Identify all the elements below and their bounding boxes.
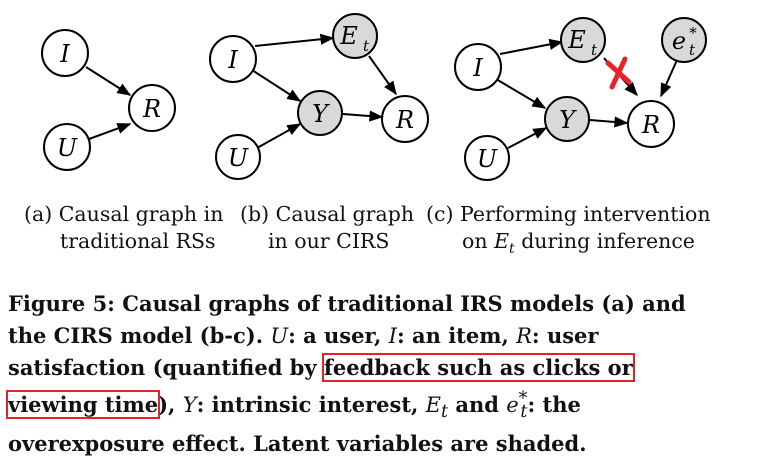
caption-math: R (516, 323, 532, 348)
node-subscript: t (689, 41, 696, 59)
caption-text: : user satisfaction (quantified by (8, 322, 599, 381)
node-c-I: I (454, 43, 502, 91)
edge-I-Y (251, 69, 302, 102)
node-label: R (395, 106, 414, 134)
caption-text: : intrinsic interest, (196, 391, 426, 417)
caption-text: : a user, (288, 322, 389, 348)
caption-text: : an item, (396, 322, 517, 348)
caption-math: E (425, 392, 441, 417)
intervention-cross-icon (605, 56, 632, 90)
node-label: E (567, 26, 586, 54)
node-label: R (641, 111, 660, 139)
node-label: R (142, 95, 161, 123)
subcaption-b-line1: (b) Causal graph (240, 202, 414, 226)
node-b-R: R (381, 95, 429, 143)
subcaption-a-line1: (a) Causal graph in (24, 202, 223, 226)
edge-Y-R (342, 110, 384, 122)
caption-math: e (506, 392, 519, 417)
node-superscript: * (689, 24, 697, 42)
caption-text: and (448, 391, 507, 417)
caption-math: U (270, 323, 289, 348)
node-label: I (472, 54, 483, 82)
node-label: e (672, 27, 686, 55)
node-label: Y (559, 106, 577, 134)
node-subscript: t (591, 41, 598, 59)
graph-a: I R U (a) Causal graph in traditional RS… (24, 29, 223, 253)
node-c-Y-latent: Y (544, 96, 590, 142)
node-label: U (228, 144, 249, 172)
node-label: I (227, 46, 238, 74)
edge-E-R (368, 55, 397, 96)
graph-c: E t e * t I Y R U (c) Performing interve… (426, 17, 711, 257)
node-c-U: U (464, 135, 510, 181)
node-label: Y (312, 100, 330, 128)
edge-I-R (85, 66, 132, 96)
edge-U-R (88, 123, 132, 140)
node-b-I: I (209, 35, 257, 83)
node-c-R: R (627, 100, 675, 148)
caption-math: Y (182, 392, 197, 417)
graph-b: I E t Y R U (b) Causal graph in our CIRS (209, 13, 429, 253)
subcaption-c-line2: on Et during inference (462, 229, 695, 257)
node-b-E-latent: E t (332, 13, 378, 59)
node-a-I: I (41, 29, 89, 77)
caption-math-sup: * (518, 388, 528, 409)
node-a-R: R (128, 84, 176, 132)
caption-text: ), (158, 391, 183, 417)
subcaption-text: during inference (515, 229, 695, 253)
figure-caption: Figure 5: Causal graphs of traditional I… (6, 288, 718, 460)
node-label: U (57, 134, 78, 162)
edge-U-Y (256, 123, 302, 149)
highlighted-phrase: feedback such as clicks or viewing time (6, 353, 635, 419)
edge-I-E (254, 33, 335, 47)
edge-I-E (499, 38, 564, 55)
edge-e-R (660, 59, 678, 98)
node-b-Y-latent: Y (297, 90, 343, 136)
node-c-e-star-latent: e * t (661, 17, 707, 63)
node-b-U: U (215, 134, 261, 180)
node-c-E-latent: E t (560, 17, 606, 63)
subcaption-a-line2: traditional RSs (60, 229, 216, 253)
caption-math: I (388, 323, 397, 348)
caption-math-sub: t (520, 401, 528, 422)
subcaption-math-sub: t (509, 241, 515, 257)
edge-Y-R (589, 116, 629, 128)
causal-graph-figure: I R U (a) Causal graph in traditional RS… (24, 13, 711, 257)
subcaption-math-E: E (493, 229, 509, 253)
node-label: E (339, 22, 358, 50)
subcaption-text: on (462, 229, 494, 253)
node-label: U (477, 145, 498, 173)
edge-U-Y (507, 127, 548, 149)
caption-math-sub: t (441, 401, 449, 422)
node-label: I (59, 40, 70, 68)
node-a-U: U (43, 123, 91, 171)
node-subscript: t (363, 37, 370, 55)
subcaption-b-line2: in our CIRS (268, 229, 389, 253)
edge-I-Y (495, 78, 547, 109)
subcaption-c-line1: (c) Performing intervention (426, 202, 711, 226)
caption-prefix: Figure 5: Causal graphs of traditional I… (8, 291, 686, 348)
